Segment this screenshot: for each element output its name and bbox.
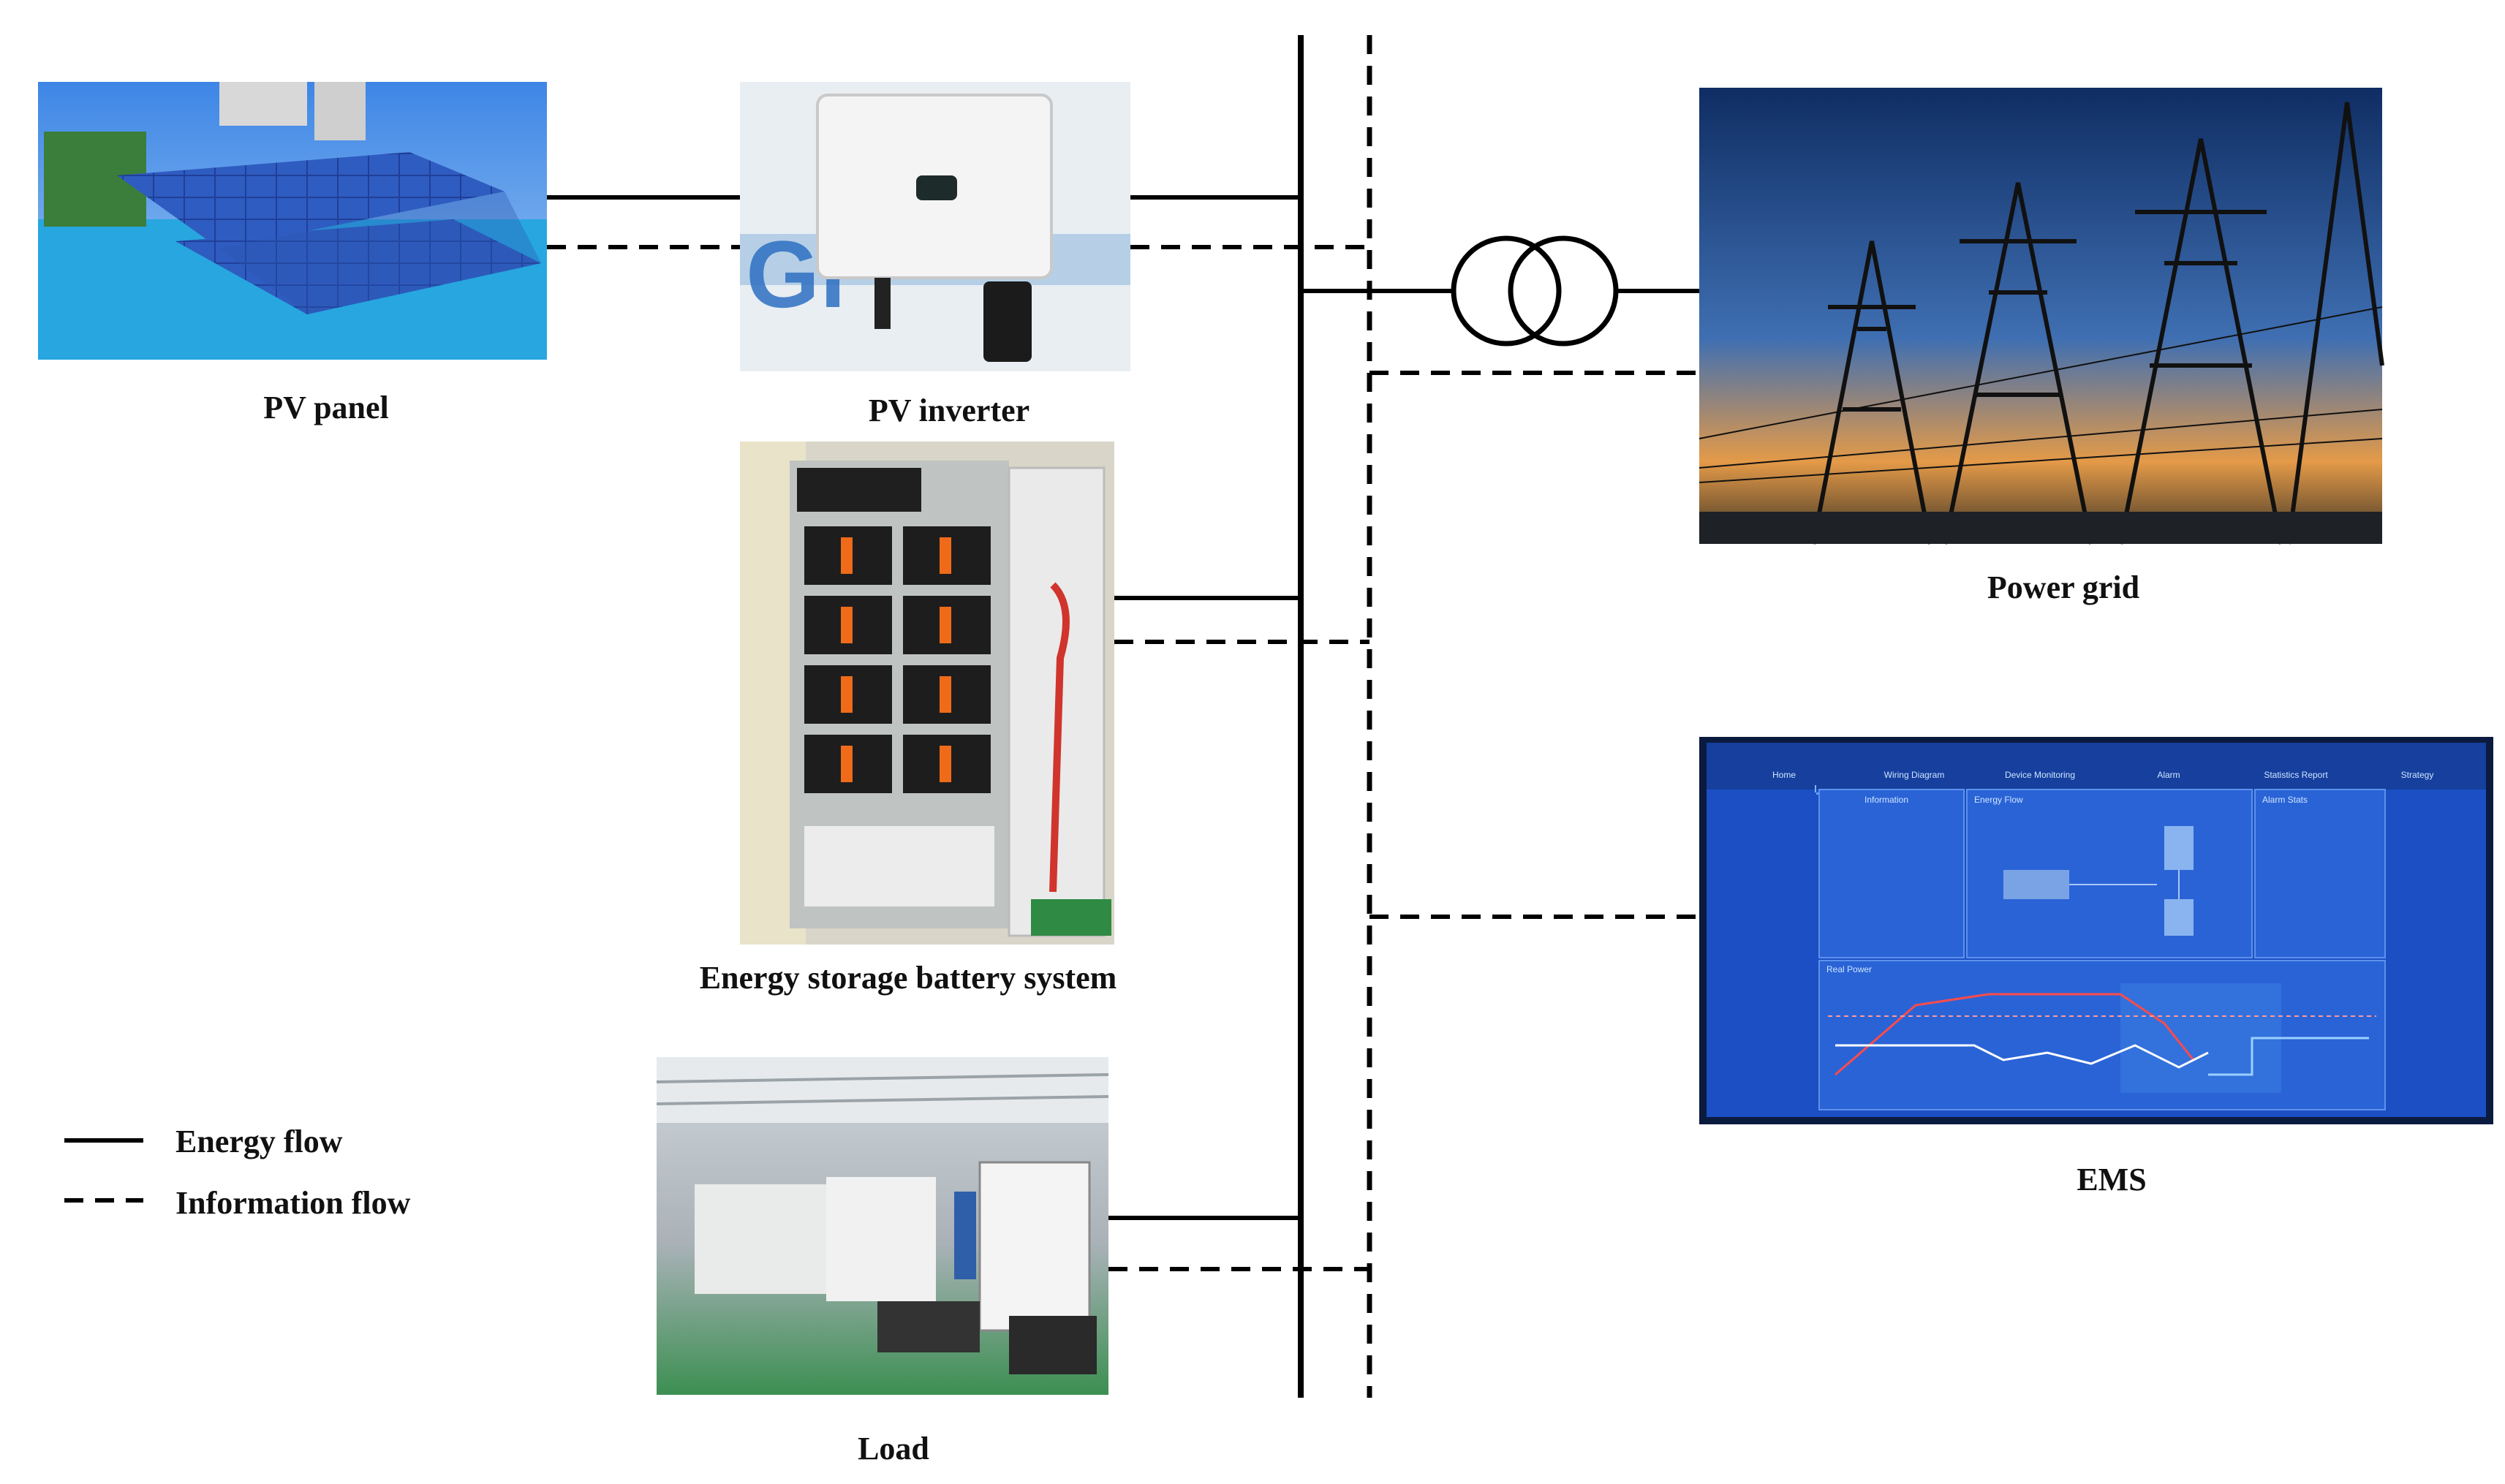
ems-nav-device: Device Monitoring — [2005, 770, 2075, 780]
power-grid-image — [1699, 88, 2384, 545]
ems-nav-wiring: Wiring Diagram — [1884, 770, 1945, 780]
energy-flow-lines — [547, 195, 1699, 1220]
battery-label: Energy storage battery system — [700, 960, 1117, 996]
ems-panel-real-power: Real Power — [1826, 964, 1872, 974]
ems-nav-statistics: Statistics Report — [2264, 770, 2328, 780]
ems-panel-alarm: Alarm Stats — [2262, 795, 2308, 805]
ems-label: EMS — [2077, 1162, 2146, 1197]
power-grid-label: Power grid — [1987, 569, 2139, 605]
battery-image — [740, 442, 1114, 944]
ems-screen-image: Home Wiring Diagram Device Monitoring Al… — [1699, 737, 2493, 1124]
ems-panel-information: Information — [1864, 795, 1908, 805]
legend-energy-label: Energy flow — [175, 1124, 343, 1159]
pv-panel-image — [38, 82, 547, 360]
ems-nav-alarm: Alarm — [2157, 770, 2180, 780]
transformer-icon — [1451, 235, 1619, 347]
legend: Energy flow Information flow — [64, 1124, 411, 1221]
load-label: Load — [858, 1431, 929, 1466]
legend-info-label: Information flow — [175, 1185, 411, 1221]
ems-nav-strategy: Strategy — [2401, 770, 2434, 780]
pv-inverter-image: Gr — [740, 82, 1130, 371]
ems-nav-home: Home — [1772, 770, 1796, 780]
load-image — [656, 1057, 1109, 1395]
ems-nav: Home Wiring Diagram Device Monitoring Al… — [1772, 770, 2433, 780]
information-flow-lines — [547, 245, 1699, 1271]
ems-panel-energy-flow: Energy Flow — [1974, 795, 2023, 805]
pv-panel-label: PV panel — [263, 390, 389, 425]
pv-inverter-label: PV inverter — [869, 393, 1029, 428]
